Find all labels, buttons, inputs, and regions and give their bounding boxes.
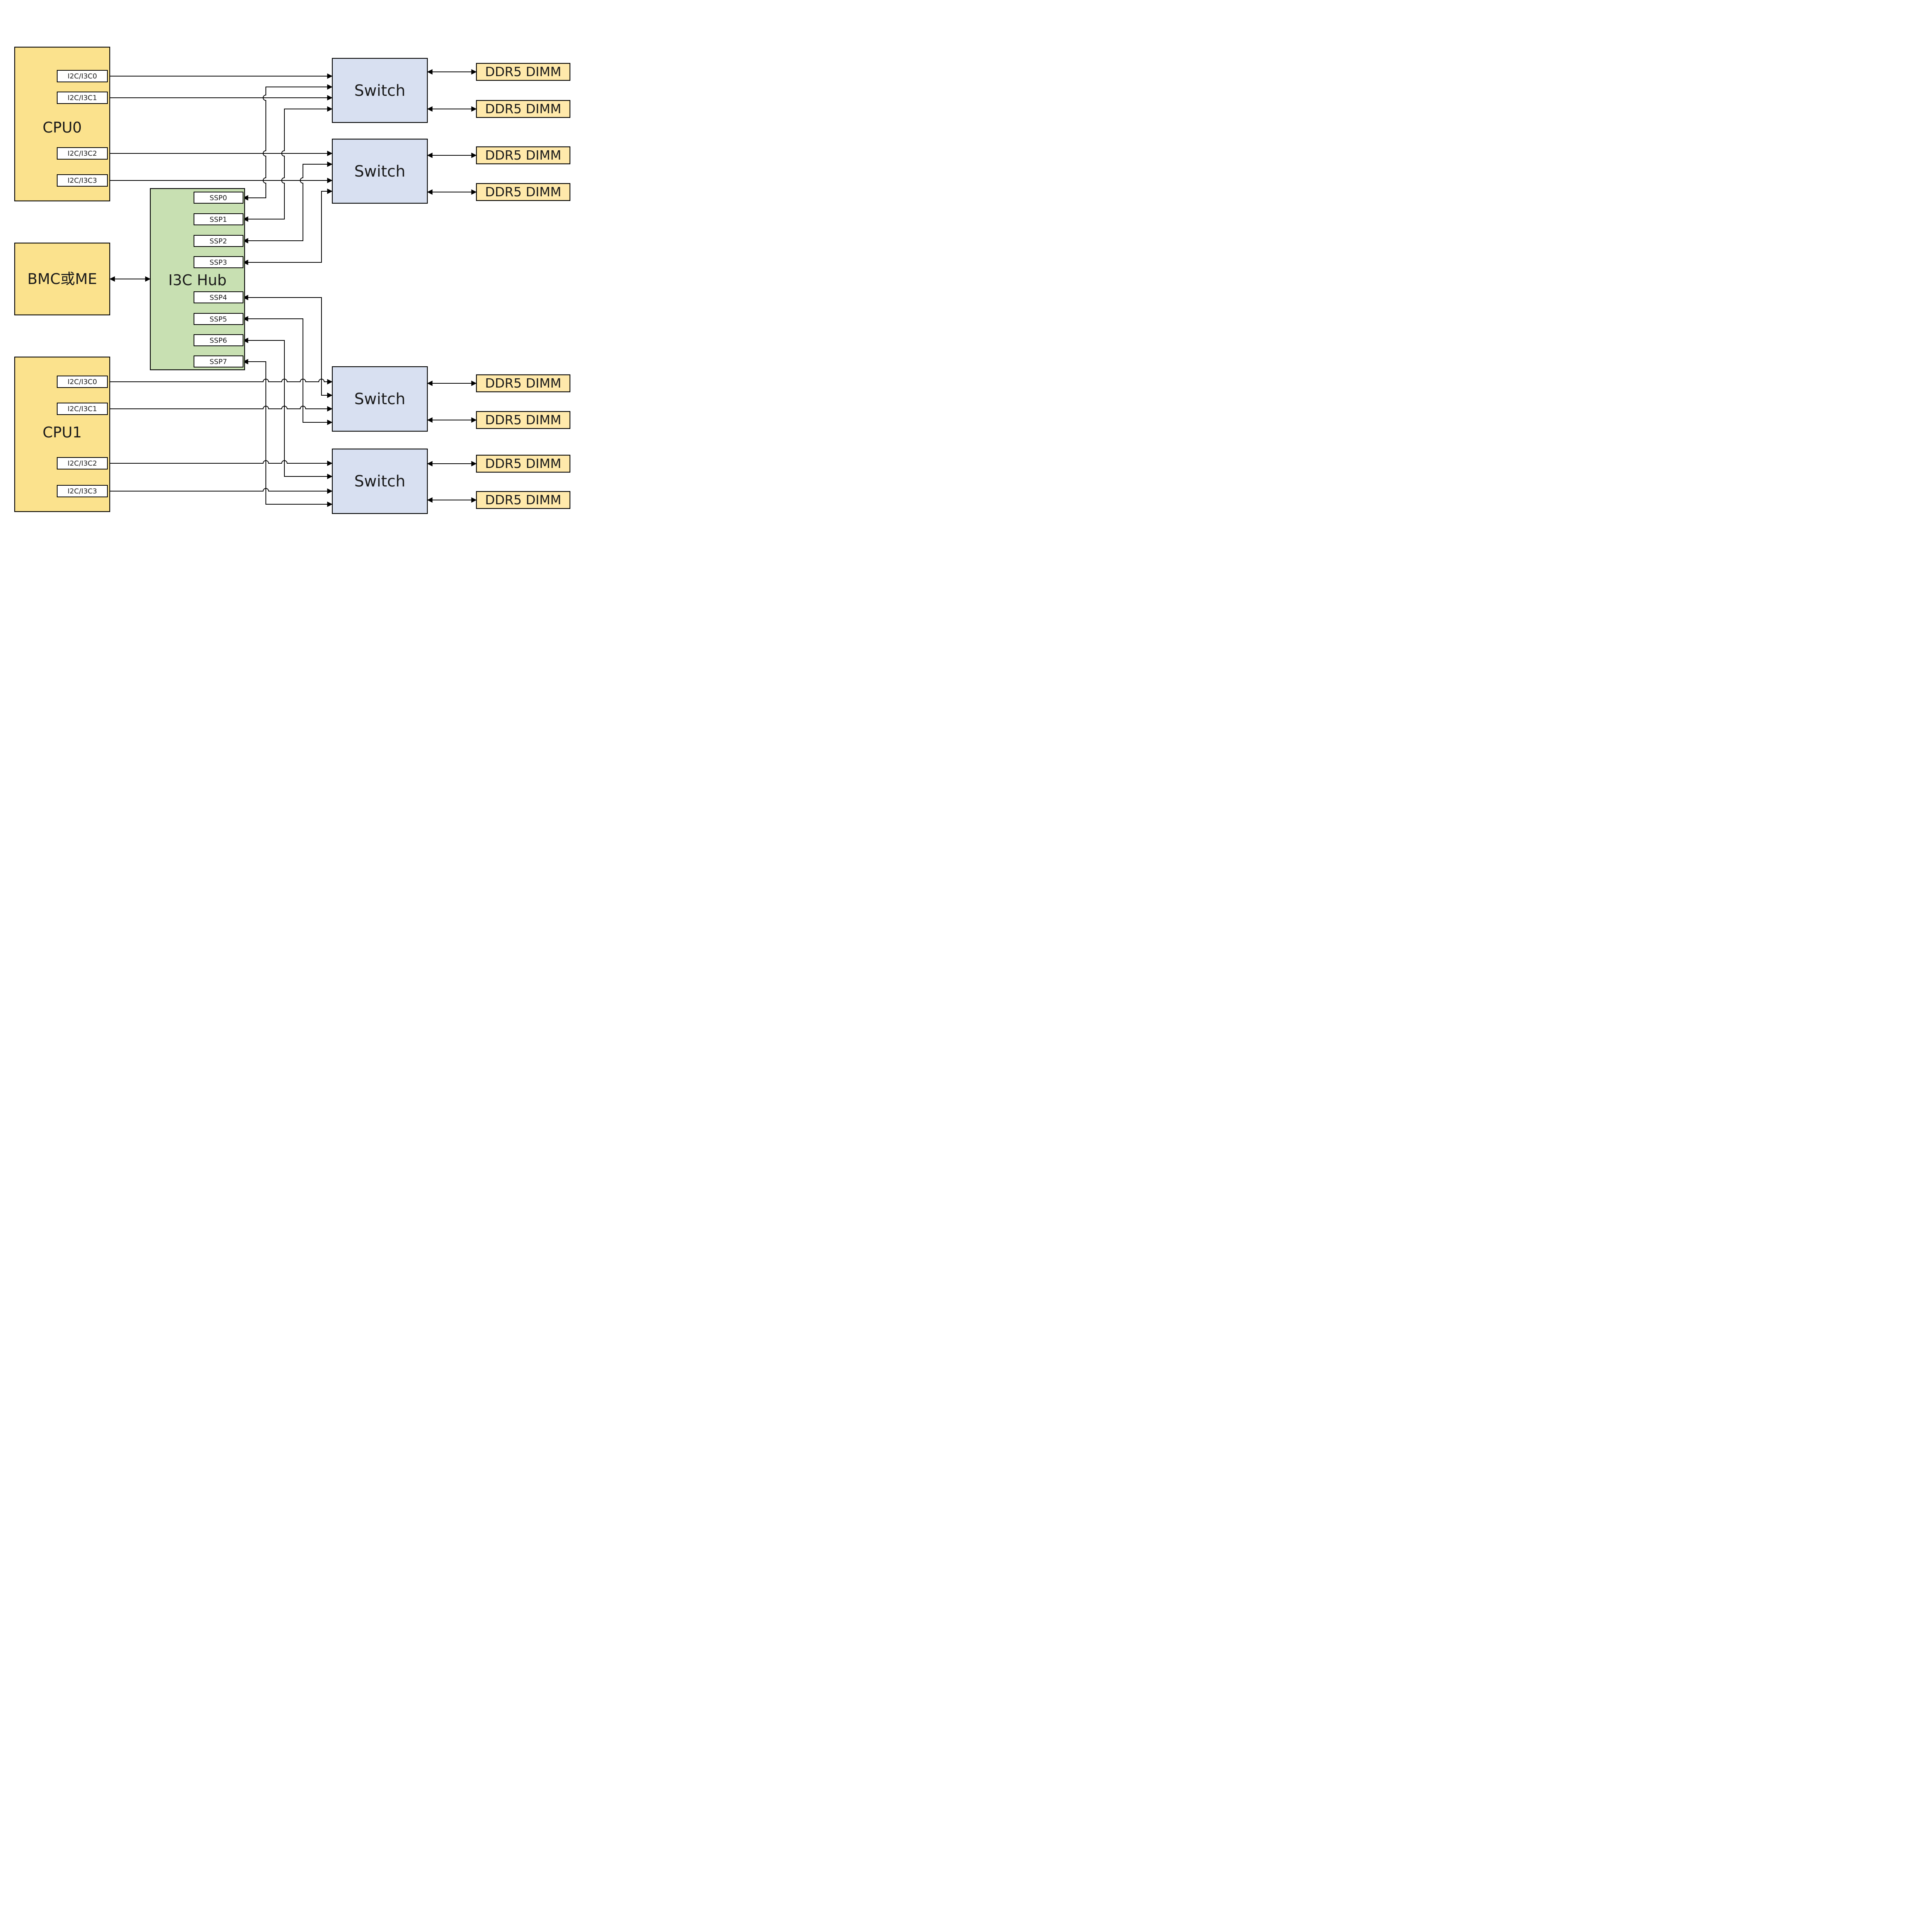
cpu0-port-1-label: I2C/I3C1 xyxy=(68,94,97,102)
bmc-node: BMC或ME xyxy=(14,242,111,316)
switch-1-node: Switch xyxy=(332,138,428,204)
hub-port-ssp7-label: SSP7 xyxy=(209,358,227,366)
dimm-3-box xyxy=(476,183,571,201)
dimm-5-label: DDR5 DIMM xyxy=(485,412,561,427)
switch-3-box xyxy=(332,448,428,514)
dimm-4-box xyxy=(476,374,571,393)
edge-cpu1-i2c1-switch2 xyxy=(107,406,333,412)
dimm-7-node: DDR5 DIMM xyxy=(476,491,571,509)
cpu1-port-1-label: I2C/I3C1 xyxy=(68,405,97,413)
dimm-0-node: DDR5 DIMM xyxy=(476,63,571,81)
switch-1-label: Switch xyxy=(354,163,405,180)
hub-port-ssp4-label: SSP4 xyxy=(209,294,227,302)
cpu0-node: CPU0 I2C/I3C0 I2C/I3C1 I2C/I3C2 I2C/I3C3 xyxy=(14,46,111,202)
edge-ssp0-switch0 xyxy=(243,84,333,201)
dimm-7-label: DDR5 DIMM xyxy=(485,492,561,507)
hub-port-ssp6 xyxy=(194,334,243,346)
switch-0-node: Switch xyxy=(332,58,428,123)
bmc-label: BMC或ME xyxy=(27,270,97,287)
cpu0-port-3 xyxy=(57,174,108,187)
hub-port-ssp3 xyxy=(194,256,243,268)
cpu1-node: CPU1 I2C/I3C0 I2C/I3C1 I2C/I3C2 I2C/I3C3 xyxy=(14,356,111,512)
dimm-4-node: DDR5 DIMM xyxy=(476,374,571,393)
edge-cpu1-i2c3-switch3 xyxy=(107,488,333,494)
dimm-0-box xyxy=(476,63,571,81)
switch-2-label: Switch xyxy=(354,390,405,408)
i3c-hub-label: I3C Hub xyxy=(168,272,227,289)
hub-port-ssp1-label: SSP1 xyxy=(209,216,227,224)
cpu0-label: CPU0 xyxy=(43,119,82,136)
dimm-1-node: DDR5 DIMM xyxy=(476,100,571,118)
dimm-6-box xyxy=(476,454,571,473)
dimm-4-label: DDR5 DIMM xyxy=(485,376,561,391)
dimm-2-label: DDR5 DIMM xyxy=(485,148,561,163)
switch-3-node: Switch xyxy=(332,448,428,514)
i3c-topology-diagram: CPU0 I2C/I3C0 I2C/I3C1 I2C/I3C2 I2C/I3C3… xyxy=(14,46,571,514)
dimm-6-label: DDR5 DIMM xyxy=(485,456,561,471)
dimm-3-label: DDR5 DIMM xyxy=(485,184,561,199)
hub-port-ssp4 xyxy=(194,291,243,303)
hub-port-ssp2 xyxy=(194,235,243,247)
cpu0-port-0-label: I2C/I3C0 xyxy=(68,72,97,80)
cpu1-port-2-label: I2C/I3C2 xyxy=(68,459,97,468)
cpu1-port-0-label: I2C/I3C0 xyxy=(68,378,97,386)
switch-0-label: Switch xyxy=(354,82,405,100)
switch-2-node: Switch xyxy=(332,366,428,432)
connectors xyxy=(107,69,477,507)
hub-port-ssp1 xyxy=(194,213,243,225)
dimm-7-box xyxy=(476,491,571,509)
cpu0-port-2 xyxy=(57,147,108,160)
dimm-2-node: DDR5 DIMM xyxy=(476,146,571,165)
cpu1-port-0 xyxy=(57,376,108,388)
edge-ssp2-switch1 xyxy=(243,162,333,243)
edge-ssp3-switch1 xyxy=(243,189,333,265)
hub-port-ssp2-label: SSP2 xyxy=(209,237,227,245)
cpu1-port-2 xyxy=(57,457,108,469)
switch-0-box xyxy=(332,58,428,123)
cpu1-label: CPU1 xyxy=(43,424,82,441)
cpu1-port-3 xyxy=(57,485,108,497)
cpu0-port-1 xyxy=(57,92,108,104)
dimm-5-node: DDR5 DIMM xyxy=(476,411,571,429)
switch-1-box xyxy=(332,138,428,204)
switch-2-box xyxy=(332,366,428,432)
dimm-2-box xyxy=(476,146,571,165)
cpu0-port-2-label: I2C/I3C2 xyxy=(68,150,97,158)
dimm-5-box xyxy=(476,411,571,429)
cpu0-port-3-label: I2C/I3C3 xyxy=(68,177,97,185)
dimm-6-node: DDR5 DIMM xyxy=(476,454,571,473)
hub-port-ssp5-label: SSP5 xyxy=(209,315,227,323)
cpu1-port-1 xyxy=(57,403,108,415)
hub-port-ssp0 xyxy=(194,192,243,204)
bmc-box xyxy=(14,242,111,316)
cpu1-port-3-label: I2C/I3C3 xyxy=(68,487,97,495)
edge-ssp7-switch3 xyxy=(243,359,333,507)
switch-3-label: Switch xyxy=(354,473,405,490)
hub-port-ssp5 xyxy=(194,313,243,325)
hub-port-ssp3-label: SSP3 xyxy=(209,259,227,267)
dimm-1-label: DDR5 DIMM xyxy=(485,101,561,116)
edge-cpu1-i2c0-switch2 xyxy=(107,379,333,384)
hub-port-ssp0-label: SSP0 xyxy=(209,194,227,202)
hub-port-ssp6-label: SSP6 xyxy=(209,337,227,345)
diagram-page: CPU0 I2C/I3C0 I2C/I3C1 I2C/I3C2 I2C/I3C3… xyxy=(0,0,572,522)
cpu0-port-0 xyxy=(57,70,108,82)
edge-cpu1-i2c2-switch3 xyxy=(107,460,333,466)
dimm-3-node: DDR5 DIMM xyxy=(476,183,571,201)
dimm-0-label: DDR5 DIMM xyxy=(485,64,561,79)
edge-ssp5-switch2 xyxy=(243,316,333,425)
hub-port-ssp7 xyxy=(194,355,243,367)
dimm-1-box xyxy=(476,100,571,118)
i3c-hub-node: I3C Hub SSP0 SSP1 SSP2 SSP3 SSP4 SSP5 SS… xyxy=(150,188,245,371)
